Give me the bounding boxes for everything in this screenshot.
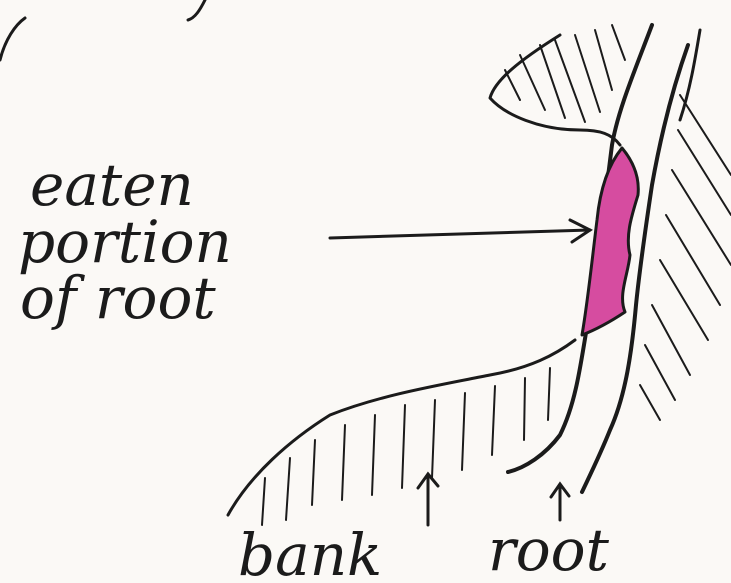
root-left-edge <box>508 25 652 472</box>
label-root: root <box>488 516 610 583</box>
right-bank-hatching <box>640 95 731 420</box>
root-arrow <box>551 484 569 520</box>
eaten-arrow <box>330 220 590 242</box>
top-left-arc <box>0 18 25 60</box>
top-stroke <box>188 0 205 20</box>
label-bank: bank <box>238 521 382 583</box>
eaten-portion <box>582 148 638 335</box>
upper-bank-hatching <box>505 25 625 122</box>
right-bank-edge <box>680 30 700 120</box>
label-of-root: of root <box>20 264 216 332</box>
bank-arrow <box>418 474 438 525</box>
